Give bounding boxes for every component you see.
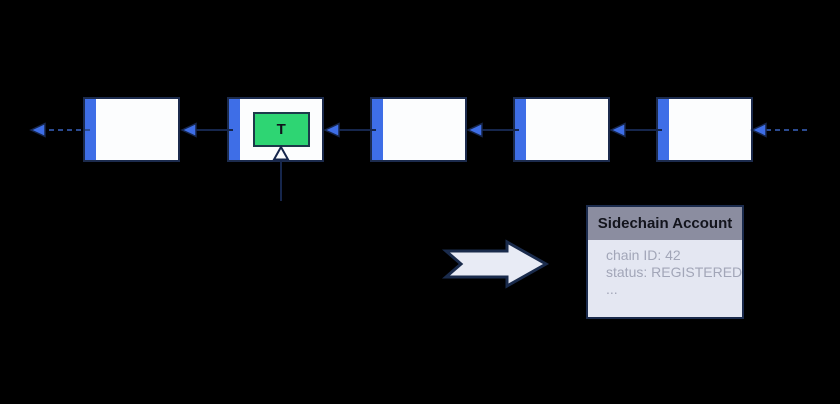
transaction-label: T	[276, 121, 287, 138]
sidechain-account-card: Sidechain Account chain ID: 42 status: R…	[586, 205, 744, 319]
transaction-box: T	[253, 112, 310, 147]
arrowhead-icon	[29, 122, 46, 138]
sidechain-account-header: Sidechain Account	[588, 207, 742, 240]
sidechain-account-title: Sidechain Account	[597, 215, 733, 232]
block-link-arrow-1	[180, 122, 233, 138]
account-field-chain-id: chain ID: 42	[606, 247, 681, 263]
prev-hash-strip	[372, 99, 383, 160]
blockchain-block-3	[370, 97, 467, 162]
arrowhead-icon	[180, 122, 197, 138]
arrowhead-icon	[750, 122, 767, 138]
arrowhead-icon	[609, 122, 626, 138]
blockchain-block-4	[513, 97, 610, 162]
account-field-status: status: REGISTERED	[606, 264, 743, 280]
block-link-arrow-4	[609, 122, 662, 138]
arrowhead-icon	[466, 122, 483, 138]
prev-hash-strip	[85, 99, 96, 160]
prev-hash-strip	[229, 99, 240, 160]
sidechain-account-body: chain ID: 42 status: REGISTERED ...	[588, 240, 742, 317]
block-link-arrow-3	[466, 122, 519, 138]
prev-hash-strip	[515, 99, 526, 160]
right-continuation-arrow	[750, 122, 807, 138]
account-field-ellipsis: ...	[606, 281, 618, 297]
blockchain-block-5	[656, 97, 753, 162]
block-link-arrow-2	[323, 122, 376, 138]
prev-hash-strip	[658, 99, 669, 160]
left-continuation-arrow	[29, 122, 90, 138]
arrowhead-icon	[323, 122, 340, 138]
mapping-arrow-icon	[441, 239, 550, 289]
blockchain-block-1	[83, 97, 180, 162]
